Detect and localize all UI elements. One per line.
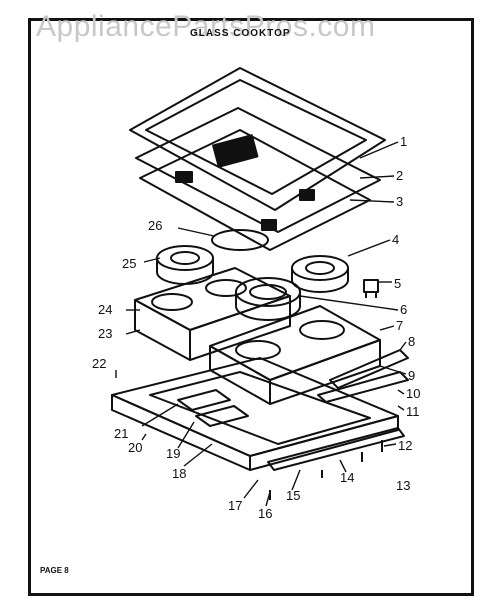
screws bbox=[269, 440, 383, 500]
element-pattern-left bbox=[175, 171, 193, 183]
bracket-19 bbox=[195, 405, 249, 427]
callout-9: 9 bbox=[408, 368, 415, 383]
callout-24: 24 bbox=[98, 302, 112, 317]
leader-lines bbox=[115, 141, 407, 507]
callout-25: 25 bbox=[122, 256, 136, 271]
side-rail bbox=[317, 349, 409, 403]
watermark: AppliancePartsPros.com bbox=[36, 10, 376, 43]
cooktop-frame bbox=[129, 67, 386, 211]
element-pattern-center bbox=[212, 134, 259, 168]
burner-right-rear bbox=[291, 255, 349, 293]
left-burner-box bbox=[134, 267, 291, 361]
callout-21: 21 bbox=[114, 426, 128, 441]
callout-11: 11 bbox=[406, 404, 420, 419]
callout-4: 4 bbox=[392, 232, 399, 247]
glass-top bbox=[135, 107, 381, 233]
burner-left-rear bbox=[211, 229, 269, 251]
front-trim bbox=[267, 427, 405, 471]
element-pattern-right bbox=[299, 189, 315, 201]
callout-12: 12 bbox=[398, 438, 412, 453]
callout-3: 3 bbox=[396, 194, 403, 209]
callout-1: 1 bbox=[400, 134, 407, 149]
callout-6: 6 bbox=[400, 302, 407, 317]
callout-20: 20 bbox=[128, 440, 142, 455]
callout-18: 18 bbox=[172, 466, 186, 481]
callout-5: 5 bbox=[394, 276, 401, 291]
callout-22: 22 bbox=[92, 356, 106, 371]
callout-2: 2 bbox=[396, 168, 403, 183]
callout-17: 17 bbox=[228, 498, 242, 513]
callout-10: 10 bbox=[406, 386, 420, 401]
callout-14: 14 bbox=[340, 470, 354, 485]
glass-underlay bbox=[139, 129, 371, 251]
callout-8: 8 bbox=[408, 334, 415, 349]
diagram-header: GLASS COOKTOP bbox=[190, 28, 291, 39]
terminal-block bbox=[363, 279, 379, 298]
element-pattern-front bbox=[261, 219, 277, 231]
callout-26: 26 bbox=[148, 218, 162, 233]
bracket-21 bbox=[177, 389, 231, 411]
right-burner-box bbox=[209, 305, 381, 405]
diagram-frame bbox=[28, 18, 474, 596]
chassis-pan bbox=[111, 357, 399, 471]
callout-23: 23 bbox=[98, 326, 112, 341]
callout-7: 7 bbox=[396, 318, 403, 333]
callout-16: 16 bbox=[258, 506, 272, 521]
callout-19: 19 bbox=[166, 446, 180, 461]
page-label: PAGE 8 bbox=[40, 566, 69, 575]
callout-13: 13 bbox=[396, 478, 410, 493]
callout-15: 15 bbox=[286, 488, 300, 503]
